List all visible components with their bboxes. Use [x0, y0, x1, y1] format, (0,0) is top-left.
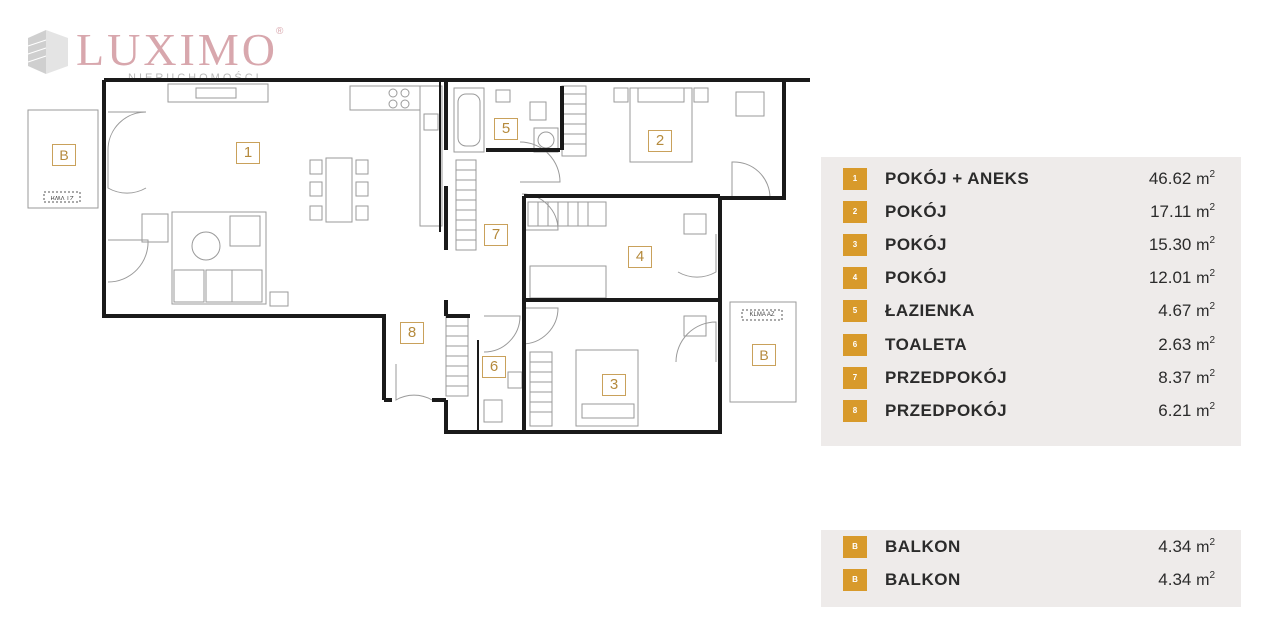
legend-badge: 3 [843, 234, 867, 256]
legend-row: 6 TOALETA 2.63 m2 [843, 333, 1215, 357]
legend-badge: 2 [843, 201, 867, 223]
legend-room-name: TOALETA [885, 335, 968, 354]
legend-row: 5 ŁAZIENKA 4.67 m2 [843, 299, 1215, 323]
walls [102, 78, 810, 434]
legend-room-area: 46.62 m2 [1148, 169, 1215, 188]
balcony-right-outline [729, 301, 797, 403]
legend-badge: 8 [843, 400, 867, 422]
legend-room-name: POKÓJ [885, 235, 948, 254]
logo-cube-icon [27, 30, 68, 74]
legend-badge: B [843, 536, 867, 558]
legend-row: B BALKON 4.34 m2 [843, 568, 1215, 592]
legend-row: 8 PRZEDPOKÓJ 6.21 m2 [843, 399, 1215, 423]
legend-room-area: 8.37 m2 [1158, 368, 1215, 387]
legend-row: 4 POKÓJ 12.01 m2 [843, 266, 1215, 290]
room-label-8: 8 [400, 322, 424, 344]
legend-badge: B [843, 569, 867, 591]
legend-room-name: ŁAZIENKA [885, 301, 975, 320]
room-label-1: 1 [236, 142, 260, 164]
legend-room-area: 15.30 m2 [1148, 235, 1215, 254]
legend-balcony-area: 4.34 m2 [1158, 570, 1215, 589]
legend-room-name: PRZEDPOKÓJ [885, 401, 1008, 420]
logo-registered-mark: ® [276, 26, 284, 37]
legend-badge: 1 [843, 168, 867, 190]
legend-badge: 5 [843, 300, 867, 322]
room-label-4: 4 [628, 246, 652, 268]
legend-room-area: 12.01 m2 [1148, 268, 1215, 287]
balcony-tag-left: ZT VWЯ [50, 194, 74, 200]
logo-wordmark: LUXIMO [76, 24, 278, 75]
balcony-label-left: B [52, 144, 76, 166]
legend-room-area: 6.21 m2 [1158, 401, 1215, 420]
legend-room-name: POKÓJ [885, 268, 948, 287]
legend-balcony-name: BALKON [885, 537, 961, 556]
legend-row: 2 POKÓJ 17.11 m2 [843, 200, 1215, 224]
legend-room-name: PRZEDPOKÓJ [885, 368, 1008, 387]
balcony-left-outline [27, 109, 99, 209]
floor-plan-drawing [27, 78, 810, 434]
legend-room-area: 17.11 m2 [1150, 202, 1215, 221]
legend-badge: 6 [843, 334, 867, 356]
room-label-2: 2 [648, 130, 672, 152]
room-label-7: 7 [484, 224, 508, 246]
balcony-tag-right: KLMA AZ [749, 312, 775, 318]
room-label-6: 6 [482, 356, 506, 378]
legend-room-area: 4.67 m2 [1158, 301, 1215, 320]
floor-plan: 1 2 3 4 5 6 7 8 B B ZT VWЯ KLMA AZ [0, 0, 820, 440]
legend-row: 1 POKÓJ + ANEKS 46.62 m2 [843, 167, 1215, 191]
balcony-label-right: B [752, 344, 776, 366]
room-label-5: 5 [494, 118, 518, 140]
legend-balcony-area: 4.34 m2 [1158, 537, 1215, 556]
legend-row: 3 POKÓJ 15.30 m2 [843, 233, 1215, 257]
legend-room-name: POKÓJ [885, 202, 948, 221]
room-label-3: 3 [602, 374, 626, 396]
legend-row: B BALKON 4.34 m2 [843, 535, 1215, 559]
rooms-legend: 1 POKÓJ + ANEKS 46.62 m2 2 POKÓJ 17.11 m… [821, 157, 1241, 446]
legend-balcony-name: BALKON [885, 570, 961, 589]
legend-badge: 7 [843, 367, 867, 389]
balconies-legend: B BALKON 4.34 m2 B BALKON 4.34 m2 [821, 530, 1241, 607]
legend-row: 7 PRZEDPOKÓJ 8.37 m2 [843, 366, 1215, 390]
legend-badge: 4 [843, 267, 867, 289]
legend-room-name: POKÓJ + ANEKS [885, 169, 1030, 188]
legend-room-area: 2.63 m2 [1158, 335, 1215, 354]
